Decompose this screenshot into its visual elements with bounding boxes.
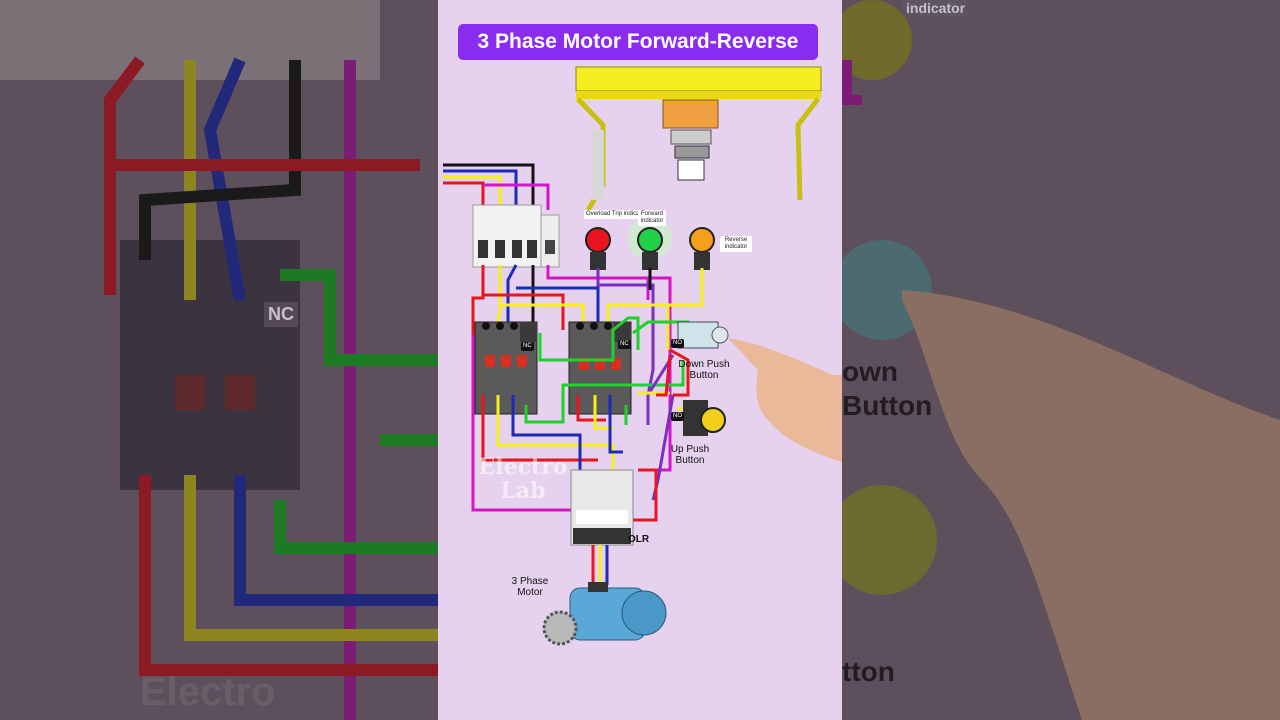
hand-pointer — [728, 338, 842, 462]
up-push-button — [683, 400, 726, 436]
overload-relay — [570, 469, 634, 546]
right-button-text: Button — [842, 390, 933, 421]
down-push-button-label: Down Push Button — [678, 359, 730, 381]
diagram-title: 3 Phase Motor Forward-Reverse — [458, 24, 818, 60]
forward-indicator-lamp — [628, 216, 672, 270]
overload-trip-indicator-label: Overload Trip indicator — [584, 210, 649, 219]
left-watermark-text: Electro — [140, 670, 276, 714]
left-background: NC Electro — [0, 0, 438, 720]
contactor-forward — [474, 321, 538, 415]
reverse-indicator-lamp — [689, 227, 715, 270]
olr-label: OLR — [628, 534, 650, 545]
diagram-panel: 3 Phase Motor Forward-Reverse — [438, 0, 842, 720]
left-nc-label: NC — [264, 302, 298, 327]
no-contact-up-label: NO — [671, 412, 684, 421]
right-bottom-text: tton — [842, 656, 895, 687]
right-background: indicator own Button tton — [842, 0, 1280, 720]
no-contact-down-label: NO — [671, 339, 684, 348]
electro-lab-watermark: Electro Lab — [478, 454, 568, 504]
left-background-art — [0, 0, 438, 720]
three-phase-motor — [542, 582, 667, 646]
reverse-indicator-label: Reverse indicator — [720, 236, 752, 252]
up-push-button-label: Up Push Button — [670, 444, 710, 466]
right-indicator-text: indicator — [902, 0, 970, 16]
forward-indicator-label: Forward indicator — [638, 210, 666, 226]
wiring-diagram — [443, 66, 842, 646]
nc-contact-1-label: NC — [521, 342, 534, 351]
nc-contact-2-label: NC — [618, 340, 631, 349]
right-down-text: own — [842, 356, 898, 387]
right-background-art — [842, 0, 1280, 720]
overload-trip-indicator-lamp — [585, 227, 611, 270]
motor-label: 3 Phase Motor — [511, 576, 549, 598]
down-push-button — [677, 321, 729, 349]
crane-hoist — [575, 66, 822, 212]
mcb-breaker — [472, 204, 560, 268]
